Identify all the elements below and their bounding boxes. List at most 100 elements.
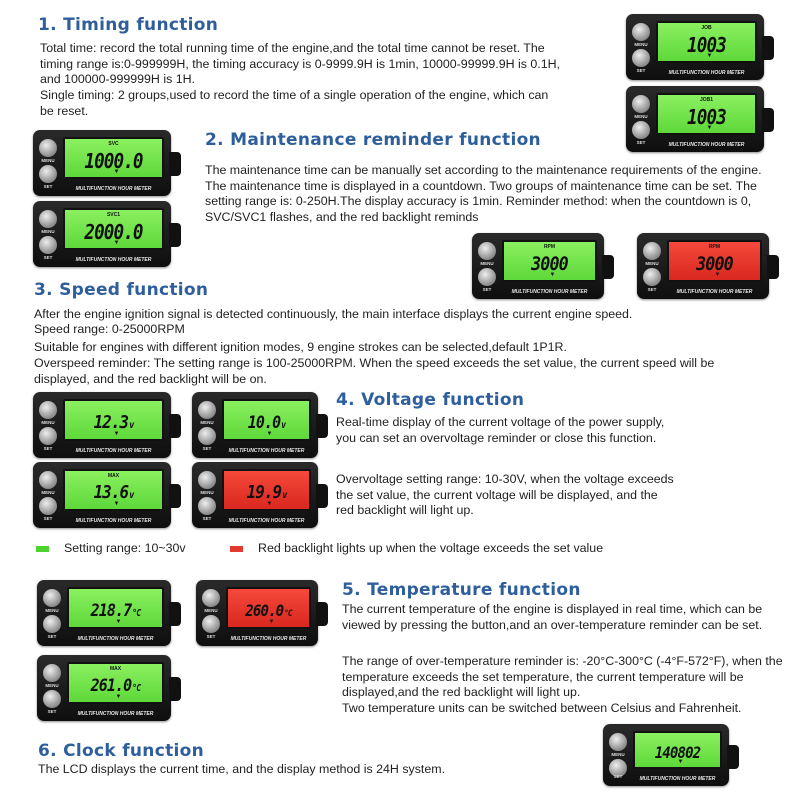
lcd-value-text: 140802 xyxy=(654,743,701,762)
lcd-indicator-icon: ▼ xyxy=(115,619,122,625)
lcd-unit: v xyxy=(129,420,134,431)
lcd-value-text: 12.3 xyxy=(93,412,130,433)
lcd-value: 3000 xyxy=(509,253,589,275)
set-button[interactable] xyxy=(478,268,496,286)
set-button-label: SET xyxy=(636,68,646,73)
set-button-label: SET xyxy=(47,709,57,714)
menu-button[interactable] xyxy=(609,733,627,751)
lcd-screen: RPM 3000▼ xyxy=(502,240,597,282)
heading-voltage: 4. Voltage function xyxy=(336,390,525,410)
set-button[interactable] xyxy=(632,49,650,67)
menu-button[interactable] xyxy=(39,471,57,489)
lcd-indicator-icon: ▼ xyxy=(113,169,120,175)
device-brand-label: MULTIFUNCTION HOUR METER xyxy=(75,448,152,454)
heading-speed: 3. Speed function xyxy=(34,280,209,300)
set-button-label: SET xyxy=(636,140,646,145)
lcd-indicator-icon: ▼ xyxy=(113,240,120,246)
cable xyxy=(762,108,774,133)
menu-button[interactable] xyxy=(198,471,216,489)
set-button[interactable] xyxy=(632,121,650,139)
set-button[interactable] xyxy=(43,615,61,633)
device-brand-label: MULTIFUNCTION HOUR METER xyxy=(676,289,753,295)
lcd-value-text: 260.0 xyxy=(245,601,284,620)
cable xyxy=(316,602,328,627)
menu-button-label: MENU xyxy=(41,420,55,425)
menu-button-label: MENU xyxy=(45,683,59,688)
set-button[interactable] xyxy=(198,427,216,445)
menu-button[interactable] xyxy=(39,210,57,228)
menu-button-label: MENU xyxy=(45,608,59,613)
menu-button[interactable] xyxy=(632,95,650,113)
lcd-value: 13.6v xyxy=(71,482,156,503)
lcd-indicator-icon: ▼ xyxy=(549,272,556,278)
cable xyxy=(169,484,181,509)
temperature-text-1: The current temperature of the engine is… xyxy=(342,602,763,632)
lcd-value-text: 3000 xyxy=(696,252,734,275)
lcd-value-text: 1003 xyxy=(687,33,727,57)
lcd-screen: SVC 1000.0▼ xyxy=(63,137,164,179)
speed-text-1: After the engine ignition signal is dete… xyxy=(34,307,633,321)
set-button[interactable] xyxy=(609,759,627,777)
device-brand-label: MULTIFUNCTION HOUR METER xyxy=(228,448,305,454)
menu-button-label: MENU xyxy=(204,608,218,613)
set-button[interactable] xyxy=(198,497,216,515)
device-brand-label: MULTIFUNCTION HOUR METER xyxy=(75,186,152,192)
set-button[interactable] xyxy=(43,690,61,708)
lcd-unit: °C xyxy=(132,682,141,694)
set-button-label: SET xyxy=(647,287,657,292)
lcd-unit: °C xyxy=(284,609,292,619)
lcd-value: 3000 xyxy=(674,253,754,275)
lcd-unit: v xyxy=(282,490,287,501)
set-button[interactable] xyxy=(39,236,57,254)
menu-button[interactable] xyxy=(202,589,220,607)
menu-button[interactable] xyxy=(39,401,57,419)
lcd-indicator-icon: ▼ xyxy=(677,759,684,765)
device-brand-label: MULTIFUNCTION HOUR METER xyxy=(230,636,307,642)
menu-button-label: MENU xyxy=(200,420,214,425)
menu-button-label: MENU xyxy=(645,261,659,266)
legend-red-label: Red backlight lights up when the voltage… xyxy=(258,541,604,555)
menu-button[interactable] xyxy=(632,23,650,41)
set-button[interactable] xyxy=(39,165,57,183)
menu-button[interactable] xyxy=(198,401,216,419)
lcd-mode-tag: SVC1 xyxy=(106,212,121,218)
cable xyxy=(727,745,739,770)
lcd-screen: 140802▼ xyxy=(633,731,722,769)
voltage-text-2: Overvoltage setting range: 10-30V, when … xyxy=(336,472,674,517)
menu-button-label: MENU xyxy=(200,490,214,495)
set-button-label: SET xyxy=(43,446,53,451)
temperature-text-2: The range of over-temperature reminder i… xyxy=(342,654,783,699)
set-button-label: SET xyxy=(202,446,212,451)
set-button-label: SET xyxy=(43,184,53,189)
lcd-value-text: 19.9 xyxy=(246,482,283,503)
menu-button-label: MENU xyxy=(41,490,55,495)
device-brand-label: MULTIFUNCTION HOUR METER xyxy=(228,518,305,524)
menu-button[interactable] xyxy=(43,589,61,607)
lcd-value: 1003 xyxy=(664,105,749,129)
lcd-mode-tag: RPM xyxy=(543,244,556,250)
heading-clock: 6. Clock function xyxy=(38,741,205,761)
set-button[interactable] xyxy=(202,615,220,633)
lcd-mode-tag: SVC xyxy=(108,141,119,147)
menu-button[interactable] xyxy=(43,664,61,682)
set-button[interactable] xyxy=(39,497,57,515)
lcd-value-text: 1000.0 xyxy=(84,149,143,173)
menu-button[interactable] xyxy=(39,139,57,157)
menu-button[interactable] xyxy=(478,242,496,260)
timing-text-1: Total time: record the total running tim… xyxy=(40,41,560,86)
menu-button-label: MENU xyxy=(634,114,648,119)
menu-button[interactable] xyxy=(643,242,661,260)
set-button[interactable] xyxy=(643,268,661,286)
lcd-mode-tag: MAX xyxy=(107,473,120,479)
set-button[interactable] xyxy=(39,427,57,445)
cable xyxy=(316,414,328,439)
cable xyxy=(316,484,328,509)
